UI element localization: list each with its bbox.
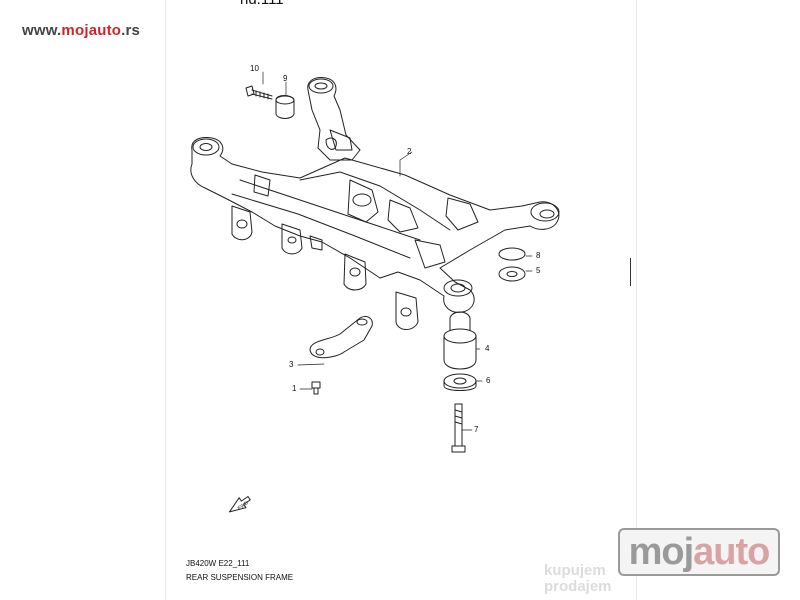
bracket-part-3 — [309, 315, 373, 359]
callout-1: 1 — [292, 384, 297, 393]
site-url-watermark: www.mojauto.rs — [22, 22, 141, 39]
snap-ring-part-8 — [498, 247, 526, 261]
edge-tick-mark — [630, 258, 631, 286]
callout-9: 9 — [283, 74, 288, 83]
kupujem-prodajem-watermark: kupujem prodajem — [544, 562, 612, 595]
bushing-part-9 — [275, 95, 295, 119]
washer-part-5 — [498, 266, 526, 282]
bushing-part-4 — [443, 311, 477, 370]
crossmember-frame — [190, 77, 560, 330]
figure-header: nd.111 — [240, 0, 284, 8]
svg-text:FWD: FWD — [237, 500, 250, 512]
callout-5: 5 — [536, 266, 541, 275]
fwd-arrow-icon: FWD — [228, 496, 251, 513]
callout-3: 3 — [289, 360, 294, 369]
callout-8: 8 — [536, 251, 541, 260]
figure-code: JB420W E22_111 — [186, 559, 250, 568]
callout-6: 6 — [486, 376, 491, 385]
callout-4: 4 — [485, 344, 490, 353]
leader-lines — [262, 71, 533, 431]
callout-2: 2 — [407, 147, 412, 156]
callout-10: 10 — [250, 64, 259, 73]
washer-part-6 — [443, 373, 477, 391]
bolt-part-7 — [451, 403, 466, 453]
bolt-part-1 — [311, 381, 321, 395]
mojauto-logo: mojauto — [618, 528, 780, 576]
bolt-part-10 — [245, 85, 273, 100]
callout-7: 7 — [474, 425, 479, 434]
figure-title: REAR SUSPENSION FRAME — [186, 573, 294, 582]
